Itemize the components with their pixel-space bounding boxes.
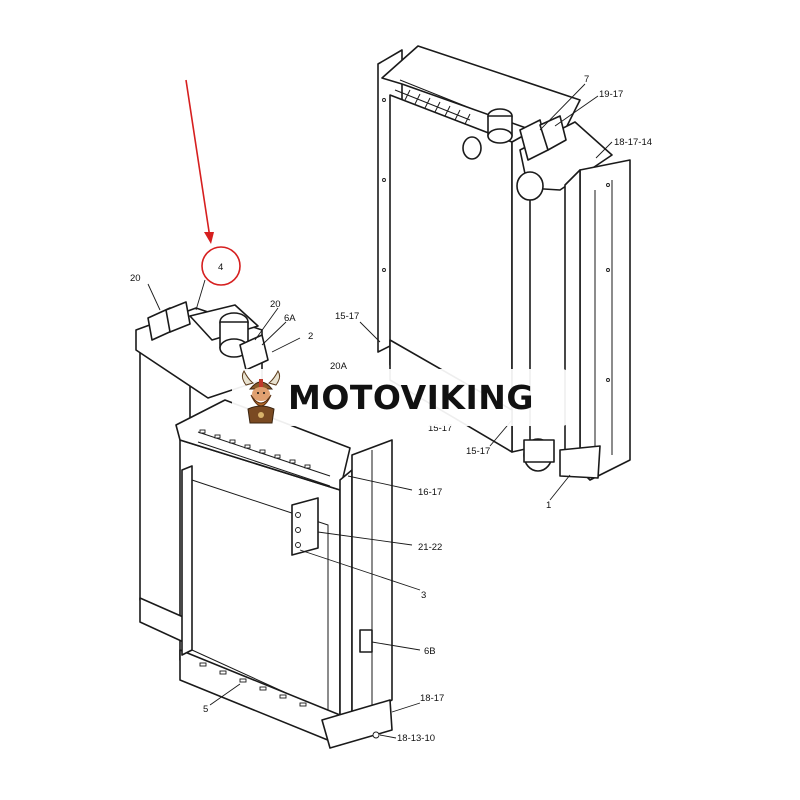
- callout-7: 7: [584, 74, 589, 85]
- callout-15-17-right: 15-17: [428, 423, 452, 434]
- callout-16-17: 16-17: [418, 487, 442, 498]
- front-radiator-assembly: [135, 301, 393, 749]
- callout-18-17-14: 18-17-14: [614, 137, 652, 148]
- highlight-marker: 4: [185, 79, 241, 286]
- callout-19-17: 19-17: [599, 89, 623, 100]
- callout-21-22: 21-22: [418, 542, 442, 553]
- callout-18-13-10: 18-13-10: [397, 733, 435, 744]
- callout-15-17-lower: 15-17: [466, 446, 490, 457]
- callout-6B: 6B: [424, 646, 436, 657]
- callout-labels: 7 19-17 18-17-14 20 20 6A 2 15-17 20A 15…: [130, 74, 652, 744]
- callout-2: 2: [308, 331, 313, 342]
- red-arrow-head: [204, 232, 214, 244]
- callout-20-mid: 20: [270, 299, 281, 310]
- callout-6A: 6A: [284, 313, 296, 324]
- callout-5: 5: [203, 704, 208, 715]
- leader-lines: [147, 83, 613, 739]
- highlight-circle: [201, 246, 241, 286]
- watermark-banner: MOTOVIKING: [232, 369, 570, 426]
- callout-20A: 20A: [330, 361, 348, 372]
- callout-18-17: 18-17: [420, 693, 444, 704]
- callout-1: 1: [546, 500, 551, 511]
- viking-logo-icon: [241, 370, 281, 424]
- highlight-label: 4: [218, 262, 223, 273]
- rear-radiator-assembly: [377, 45, 631, 481]
- callout-20-left: 20: [130, 273, 141, 284]
- callout-3: 3: [421, 590, 426, 601]
- callout-15-17-upper: 15-17: [335, 311, 359, 322]
- red-arrow: [185, 79, 211, 239]
- watermark-text: MOTOVIKING: [288, 378, 534, 417]
